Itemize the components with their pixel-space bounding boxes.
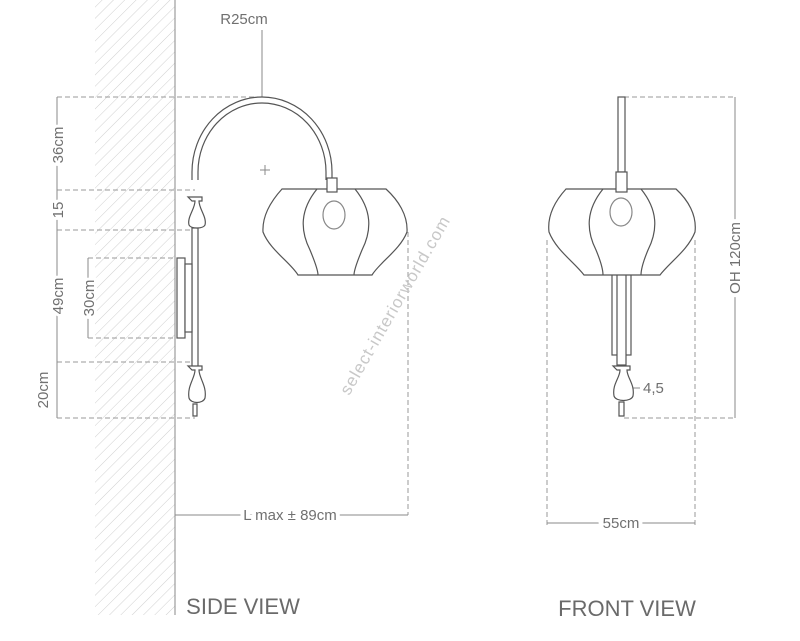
dimension-49cm: 49cm	[50, 278, 67, 315]
front-dimensions	[546, 96, 736, 525]
width-label: 55cm	[603, 515, 640, 532]
overall-height-label: OH 120cm	[727, 222, 744, 294]
dimension-20cm: 20cm	[35, 372, 52, 409]
side-view-title: SIDE VIEW	[186, 594, 300, 619]
dimension-30cm: 30cm	[81, 280, 98, 317]
front-view-lamp	[548, 96, 696, 417]
wall	[95, 0, 176, 615]
length-label: L max ± 89cm	[243, 507, 337, 524]
side-view-lamp	[176, 96, 408, 417]
side-dimensions	[56, 30, 409, 516]
front-view-title: FRONT VIEW	[558, 596, 696, 621]
dimension-36cm: 36cm	[50, 127, 67, 164]
radius-label: R25cm	[220, 11, 268, 28]
dimension-15: 15	[50, 202, 67, 219]
finial-label: 4,5	[643, 380, 664, 397]
